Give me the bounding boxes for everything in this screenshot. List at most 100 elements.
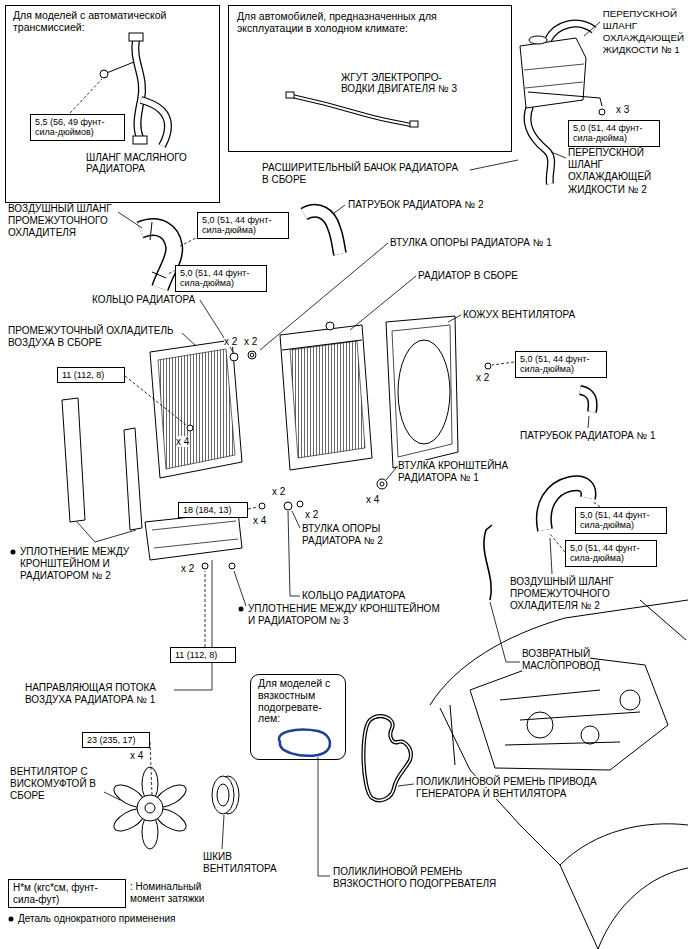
label-holder: x 4 — [130, 750, 143, 762]
quantity-mark: x 4 — [130, 750, 143, 761]
intercooler-air-hose — [140, 227, 174, 288]
seal-strips — [124, 428, 142, 530]
quantity-mark: x 3 — [616, 104, 629, 115]
label-holder: x 2 — [476, 372, 489, 384]
radiator-hose-2 — [304, 211, 340, 254]
torque-value: 23 (235, 17) — [87, 735, 145, 745]
seal-strips — [62, 398, 142, 530]
torque-leader — [492, 362, 514, 365]
part-label: РАДИАТОР В СБОРЕ — [418, 270, 518, 281]
label-holder: УПЛОТНЕНИЕ МЕЖДУ КРОНШТЕЙНОМ И РАДИАТОРО… — [20, 546, 138, 583]
torque-value: 5,0 (51, 44 фунт- сила-дюйма) — [202, 215, 284, 236]
quantity-mark: x 2 — [181, 563, 194, 574]
fan-with-clutch — [110, 767, 189, 849]
part-label: НАПРАВЛЯЮЩАЯ ПОТОКА ВОЗДУХА РАДИАТОРА № … — [25, 682, 156, 705]
torque-value: 5,0 (51, 44 фунт- сила-дюйма) — [573, 123, 655, 144]
air-guide — [145, 512, 242, 569]
label-holder: ПЕРЕПУСКНОЙ ШЛАНГ ОХЛАЖДАЮЩЕЙ ЖИДКОСТИ №… — [568, 147, 652, 196]
oil-return-line — [484, 525, 492, 600]
leader-line — [77, 522, 136, 542]
radiator-assembly — [259, 322, 372, 509]
leader-line — [588, 416, 589, 428]
torque-value: 5,0 (51, 44 фунт- сила-дюйма) — [580, 510, 662, 531]
part-label: ПЕРЕПУСКНОЙ ШЛАНГ ОХЛАЖДАЮЩЕЙ ЖИДКОСТИ №… — [603, 8, 684, 55]
intercooler-air-hose — [150, 222, 166, 278]
text-holder: 23 (235, 17) — [87, 735, 145, 745]
legend-text: Деталь однократного применения — [18, 913, 175, 924]
fan-pulley — [217, 784, 229, 806]
torque-box: 5,0 (51, 44 фунт- сила-дюйма) — [197, 212, 289, 239]
part-label: ПОЛИКЛИНОВОЙ РЕМЕНЬ ВЯЗКОСТНОГО ПОДОГРЕВ… — [333, 866, 496, 889]
text-holder: 5,0 (51, 44 фунт- сила-дюйма) — [570, 543, 652, 564]
leader-line — [292, 511, 300, 528]
drive-belt — [363, 716, 410, 800]
leader-line — [234, 571, 246, 606]
fan-with-clutch — [137, 795, 163, 821]
text-holder: Для автомобилей, предназначенных для экс… — [237, 11, 452, 35]
label-holder: ВЕНТИЛЯТОР С ВИСКОМУФТОЙ В СБОРЕ — [10, 766, 102, 803]
leader-line — [318, 757, 330, 876]
text-holder: Для моделей с автоматической трансмиссие… — [13, 10, 213, 34]
radiator-reservoir — [527, 106, 551, 184]
oil-cooler-hose — [104, 62, 134, 74]
engine-wire-harness — [292, 96, 412, 125]
text-holder: ШЛАНГ МАСЛЯНОГО РАДИАТОРА — [86, 152, 198, 174]
legend-sample-text: Н*м (кгс*см, фунт- сила-фут) — [13, 882, 121, 905]
torque-leader — [550, 534, 565, 552]
legend-sample-box: Н*м (кгс*см, фунт- сила-фут) — [8, 879, 126, 908]
label-holder: НАПРАВЛЯЮЩАЯ ПОТОКА ВОЗДУХА РАДИАТОРА № … — [25, 682, 173, 706]
torque-leader — [70, 79, 102, 113]
single-use-bullet — [11, 550, 16, 555]
part-label: ПАТРУБОК РАДИАТОРА № 2 — [348, 199, 484, 210]
variant-frame: Для моделей с вязкостным подогревате- ле… — [250, 674, 346, 760]
radiator-hose-2 — [304, 211, 340, 254]
engine-bay — [430, 600, 688, 949]
drive-belt — [363, 716, 410, 800]
part-label: ПАТРУБОК РАДИАТОРА № 1 — [520, 430, 656, 441]
intercooler-assembly — [187, 425, 193, 431]
part-label: ЖГУТ ЭЛЕКТРОПРО- ВОДКИ ДВИГАТЕЛЯ № 3 — [341, 72, 469, 94]
torque-box: 5,0 (51, 44 фунт- сила-дюйма) — [575, 507, 667, 534]
bushings-rings — [248, 351, 256, 359]
radiator-reservoir — [529, 36, 547, 44]
quantity-mark: x 4 — [176, 436, 189, 447]
air-guide — [152, 521, 238, 548]
part-label: УПЛОТНЕНИЕ МЕЖДУ КРОНШТЕЙНОМ И РАДИАТОРО… — [20, 546, 129, 581]
torque-leader — [248, 507, 258, 509]
intercooler-assembly — [150, 340, 242, 478]
part-label: ПОЛИКЛИНОВОЙ РЕМЕНЬ ПРИВОДА ГЕНЕРАТОРА И… — [416, 776, 597, 799]
leader-line — [551, 152, 566, 158]
part-label: КОЖУХ ВЕНТИЛЯТОРА — [463, 309, 575, 320]
torque-leader — [150, 742, 152, 795]
leader-line — [550, 538, 552, 574]
engine-wire-harness — [286, 92, 294, 98]
bushings-rings — [250, 353, 254, 357]
oil-cooler-hose — [129, 33, 143, 41]
torque-leader — [125, 376, 186, 425]
intercooler-air-hose — [140, 227, 174, 288]
label-holder: ВТУЛКА ОПОРЫ РАДИАТОРА № 1 — [390, 237, 552, 249]
bushings-rings — [229, 563, 235, 569]
torque-value: 18 (184, 13) — [183, 505, 243, 515]
text-holder: 11 (112, 8) — [62, 370, 120, 380]
label-holder: x 2 — [305, 509, 318, 521]
intercooler-air-hose — [140, 222, 174, 288]
torque-box: 11 (112, 8) — [170, 647, 236, 663]
leader-line — [222, 815, 224, 849]
torque-value: 11 (112, 8) — [175, 650, 231, 660]
leader-line — [288, 511, 300, 596]
part-label: ПЕРЕПУСКНОЙ ШЛАНГ ОХЛАЖДАЮЩЕЙ ЖИДКОСТИ №… — [568, 147, 651, 195]
text-holder: Для моделей с вязкостным подогревате- ле… — [258, 678, 336, 725]
leader-line — [448, 315, 461, 322]
quantity-mark: x 4 — [366, 494, 379, 505]
bushings-rings — [230, 353, 238, 361]
radiator-reservoir — [528, 92, 602, 106]
viscous-heater-belt — [279, 730, 330, 756]
air-guide — [145, 512, 242, 560]
label-holder: КОЛЬЦО РАДИАТОРА — [92, 294, 195, 306]
engine-bay — [560, 824, 688, 865]
leader-line — [470, 160, 518, 170]
label-holder: x 3 — [616, 104, 629, 116]
text-holder: 5,0 (51, 44 фунт- сила-дюйма) — [573, 123, 655, 144]
torque-box: 5,0 (51, 44 фунт- сила-дюйма) — [515, 351, 607, 378]
